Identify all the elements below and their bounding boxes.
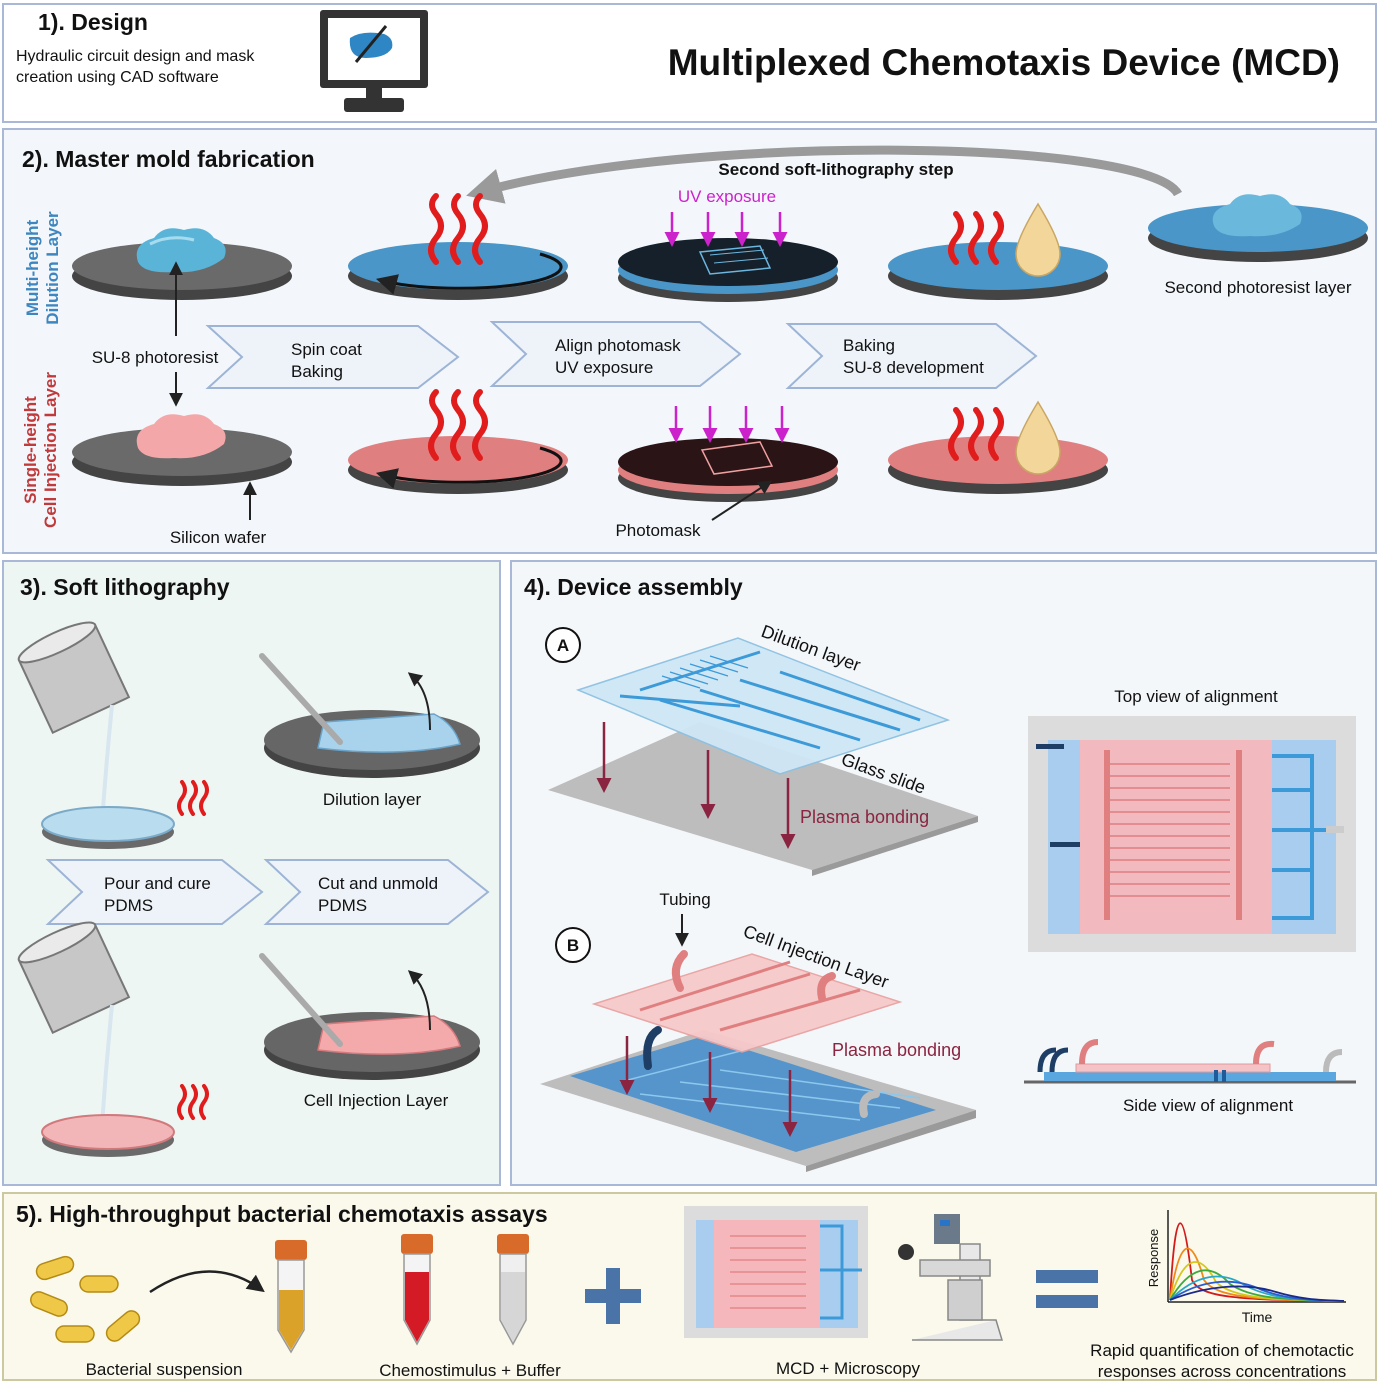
heat-icon: [428, 193, 488, 265]
panel-device-assembly-heading: 4). Device assembly: [524, 574, 743, 600]
uv-exposure-label: UV exposure: [678, 187, 776, 206]
tube-chemostimulus-icon: [401, 1234, 433, 1346]
developer-drop-icon: [1015, 202, 1061, 277]
pour-pdms-cup-bottom: [17, 921, 209, 1157]
develop-wafer-pink: [888, 400, 1108, 494]
second-step-arrow: [466, 145, 1182, 204]
multi-height-label-1: Multi-height: [23, 220, 42, 317]
plus-icon: [585, 1268, 641, 1324]
uv-exposure-wafer-blue: [618, 212, 838, 302]
response-axis-label: Response: [1146, 1229, 1161, 1288]
rapid-quantification-line2: responses across concentrations: [1098, 1362, 1347, 1381]
panel-assays-heading: 5). High-throughput bacterial chemotaxis…: [16, 1201, 548, 1227]
pour-pdms-cup-top: [17, 621, 209, 849]
bacteria-icon: [30, 1255, 141, 1343]
top-view-label: Top view of alignment: [1114, 687, 1278, 706]
step-cut-unmold: Cut and unmold PDMS: [263, 859, 490, 925]
design-description-line2: creation using CAD software: [16, 69, 219, 86]
panel-device-assembly: 4). Device assembly A Dilution: [510, 560, 1377, 1186]
cell-injection-layer-label: Cell Injection Layer: [304, 1091, 449, 1110]
svg-text:SU-8 development: SU-8 development: [843, 358, 984, 377]
panel-master-mold-heading: 2). Master mold fabrication: [22, 146, 315, 172]
bacterial-suspension-label: Bacterial suspension: [86, 1360, 243, 1379]
side-view-label: Side view of alignment: [1123, 1096, 1293, 1115]
second-step-label: Second soft-lithography step: [718, 160, 953, 179]
cut-unmold-cell: [259, 953, 480, 1080]
photomask-label: Photomask: [615, 521, 701, 540]
tubing-label: Tubing: [659, 890, 710, 909]
label-b: B: [567, 936, 579, 955]
svg-text:Spin coat: Spin coat: [291, 340, 362, 359]
panel-soft-lithography-heading: 3). Soft lithography: [20, 574, 230, 600]
develop-wafer-blue: [888, 202, 1108, 300]
cell-injection-chip: [591, 950, 903, 1053]
tube-bacteria-icon: [275, 1240, 307, 1354]
panel-master-mold: 2). Master mold fabrication Second soft-…: [2, 128, 1377, 554]
design-description-line1: Hydraulic circuit design and mask: [16, 48, 255, 65]
assembled-glass-base: [540, 1026, 976, 1172]
side-view-alignment: [1024, 1039, 1356, 1084]
step-spin-coat: Spin coat Baking: [205, 325, 460, 389]
main-title: Multiplexed Chemotaxis Device (MCD): [668, 42, 1340, 83]
mcd-device-thumbnail: [684, 1206, 868, 1338]
dilution-layer-chip: [575, 637, 951, 775]
panel-soft-lithography: 3). Soft lithography Dilution layer: [2, 560, 501, 1186]
su8-photoresist-label: SU-8 photoresist: [92, 348, 219, 367]
time-axis-label: Time: [1242, 1309, 1273, 1325]
spin-coat-wafer-blue: [348, 193, 568, 300]
svg-text:Align photomask: Align photomask: [555, 336, 681, 355]
response-curves-plot: Response Time: [1146, 1210, 1346, 1325]
equals-icon: [1036, 1270, 1098, 1308]
silicon-wafer-label: Silicon wafer: [170, 528, 267, 547]
multi-height-label-2: Dilution Layer: [43, 211, 62, 325]
step-pour-cure: Pour and cure PDMS: [45, 859, 264, 925]
svg-text:Pour and cure: Pour and cure: [104, 874, 211, 893]
mcd-microscopy-label: MCD + Microscopy: [776, 1359, 921, 1378]
panel-design-heading: 1). Design: [38, 9, 148, 35]
plasma-bonding-a: Plasma bonding: [800, 807, 929, 827]
second-photoresist-label: Second photoresist layer: [1164, 278, 1351, 297]
svg-text:UV exposure: UV exposure: [555, 358, 653, 377]
panel-design: 1). Design Hydraulic circuit design and …: [2, 3, 1377, 123]
microscope-icon: [898, 1214, 1004, 1341]
uv-exposure-wafer-pink: [618, 406, 838, 502]
plasma-bonding-b: Plasma bonding: [832, 1040, 961, 1060]
dilution-layer-label: Dilution layer: [323, 790, 422, 809]
step-baking-development: Baking SU-8 development: [785, 323, 1038, 389]
single-height-label-2: Cell Injection Layer: [41, 372, 60, 528]
tube-buffer-icon: [497, 1234, 529, 1346]
rapid-quantification-line1: Rapid quantification of chemotactic: [1090, 1341, 1354, 1360]
svg-text:Baking: Baking: [291, 362, 343, 381]
glass-slide: [548, 722, 978, 876]
cut-unmold-dilution: [259, 653, 480, 778]
second-photoresist-wafer: [1148, 194, 1368, 262]
label-a: A: [557, 636, 569, 655]
step-align-photomask: Align photomask UV exposure: [489, 321, 742, 387]
panel-assays: 5). High-throughput bacterial chemotaxis…: [2, 1192, 1377, 1381]
svg-text:PDMS: PDMS: [318, 896, 367, 915]
svg-text:Baking: Baking: [843, 336, 895, 355]
svg-text:PDMS: PDMS: [104, 896, 153, 915]
computer-monitor-icon: [320, 10, 428, 112]
top-view-alignment: [1028, 716, 1356, 952]
spin-coat-wafer-pink: [348, 389, 568, 494]
single-height-label-1: Single-height: [21, 396, 40, 504]
wafer-with-photoresist-pink: [72, 414, 292, 486]
chemostimulus-label: Chemostimulus + Buffer: [379, 1361, 561, 1380]
svg-text:Cut and unmold: Cut and unmold: [318, 874, 438, 893]
wafer-with-photoresist-blue: [72, 228, 292, 300]
